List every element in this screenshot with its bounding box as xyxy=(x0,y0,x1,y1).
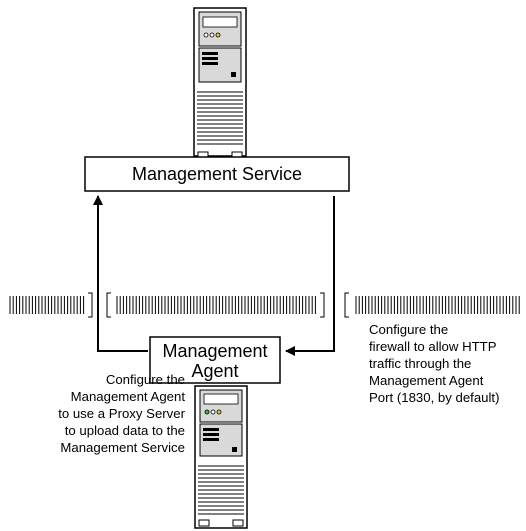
management-agent-label-line2: Agent xyxy=(191,361,238,381)
note-line: Management Service xyxy=(60,440,185,455)
note-line: to use a Proxy Server xyxy=(58,406,185,421)
note-line: Management Agent xyxy=(369,373,484,388)
management-agent-box: Management Agent xyxy=(149,336,281,384)
note-line: Management Agent xyxy=(70,389,185,404)
note-line: Configure the xyxy=(105,372,185,387)
server-icon xyxy=(194,385,248,529)
server-icon xyxy=(193,7,247,159)
note-line: to upload data to the xyxy=(64,423,185,438)
note-line: traffic through the xyxy=(369,356,472,371)
management-agent-label-line1: Management xyxy=(162,341,267,361)
note-line: firewall to allow HTTP xyxy=(369,339,497,354)
management-service-box: Management Service xyxy=(84,156,350,192)
management-service-label: Management Service xyxy=(132,164,302,184)
note-line: Port (1830, by default) xyxy=(369,390,500,405)
firewall-configuration-note: Configure the firewall to allow HTTP tra… xyxy=(369,321,499,406)
note-line: Configure the xyxy=(369,322,449,337)
firewall-icon xyxy=(9,292,520,318)
proxy-configuration-note: Configure the Management Agent to use a … xyxy=(58,371,185,456)
